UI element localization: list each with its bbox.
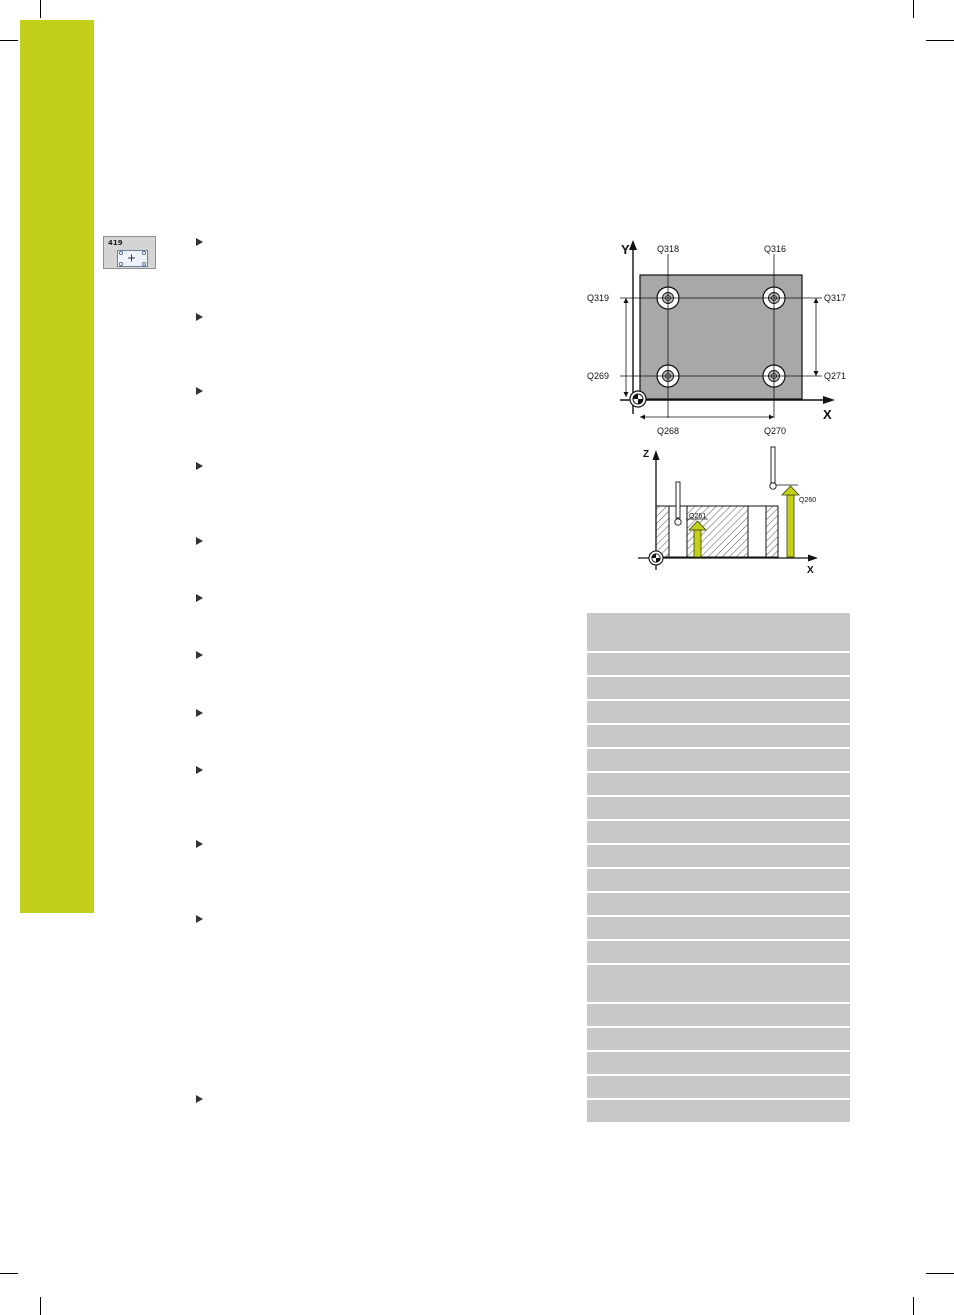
x-axis-label-side: X [807, 565, 814, 576]
chapter-side-band [20, 20, 94, 913]
crop-mark [0, 1273, 18, 1274]
table-row [587, 965, 850, 1004]
crop-mark [40, 1297, 41, 1315]
crosshair-icon [118, 250, 147, 266]
dim-label-q269: Q269 [587, 371, 609, 381]
probing-cycle-figure: Y X [587, 240, 846, 576]
bullet-marker [196, 462, 203, 470]
dim-label-q271: Q271 [824, 371, 846, 381]
table-row [587, 749, 850, 773]
workpiece-plate-icon [117, 250, 148, 267]
q261-arrow-shaft [693, 529, 702, 558]
crop-mark [0, 40, 18, 41]
table-row [587, 1052, 850, 1076]
x-axis-label: X [823, 407, 832, 422]
table-row [587, 725, 850, 749]
touch-probe-stylus [770, 446, 776, 484]
table-row [587, 869, 850, 893]
bullet-marker [196, 915, 203, 923]
top-view: Y X [587, 240, 846, 436]
table-row [587, 845, 850, 869]
q260-arrow-head [781, 485, 800, 496]
table-row [587, 701, 850, 725]
bullet-marker [196, 1095, 203, 1103]
dim-label-q317: Q317 [824, 293, 846, 303]
probe-ball [769, 482, 777, 490]
table-row [587, 1076, 850, 1100]
table-row [587, 893, 850, 917]
probe-ball [674, 518, 682, 526]
dim-label-q319: Q319 [587, 293, 609, 303]
crop-mark [926, 1273, 954, 1274]
bullet-marker [196, 387, 203, 395]
table-row [587, 773, 850, 797]
dim-label-q318: Q318 [657, 244, 679, 254]
crop-mark [40, 0, 41, 18]
bore-cut [747, 505, 767, 558]
table-row [587, 677, 850, 701]
dim-label-q261: Q261 [689, 513, 706, 520]
table-row [587, 1028, 850, 1052]
table-row [587, 797, 850, 821]
bullet-marker [196, 709, 203, 717]
table-row [587, 941, 850, 965]
table-row [587, 917, 850, 941]
bullet-marker [196, 840, 203, 848]
crop-mark [913, 0, 914, 18]
bullet-marker [196, 651, 203, 659]
dim-label-q260: Q260 [799, 497, 816, 504]
bullet-marker [196, 313, 203, 321]
table-header-row [587, 613, 850, 653]
side-view: Z X Q261 Q260 [638, 446, 818, 576]
cycle-number: 419 [108, 239, 123, 247]
table-row [587, 821, 850, 845]
parameter-table [587, 613, 850, 1124]
bullet-marker [196, 238, 203, 246]
dim-label-q270: Q270 [764, 426, 786, 436]
bullet-marker [196, 537, 203, 545]
bullet-marker [196, 766, 203, 774]
dim-label-q268: Q268 [657, 426, 679, 436]
table-row [587, 653, 850, 677]
z-axis-label: Z [643, 449, 649, 460]
table-row [587, 1004, 850, 1028]
crop-mark [913, 1297, 914, 1315]
bullet-marker [196, 594, 203, 602]
dim-label-q316: Q316 [764, 244, 786, 254]
touch-probe-stylus [675, 481, 681, 519]
q261-arrow-head [688, 520, 707, 531]
cycle-419-icon: 419 [103, 236, 156, 269]
table-row [587, 1100, 850, 1124]
q260-arrow-shaft [786, 494, 795, 558]
y-axis-label: Y [621, 242, 630, 257]
crop-mark [926, 40, 954, 41]
